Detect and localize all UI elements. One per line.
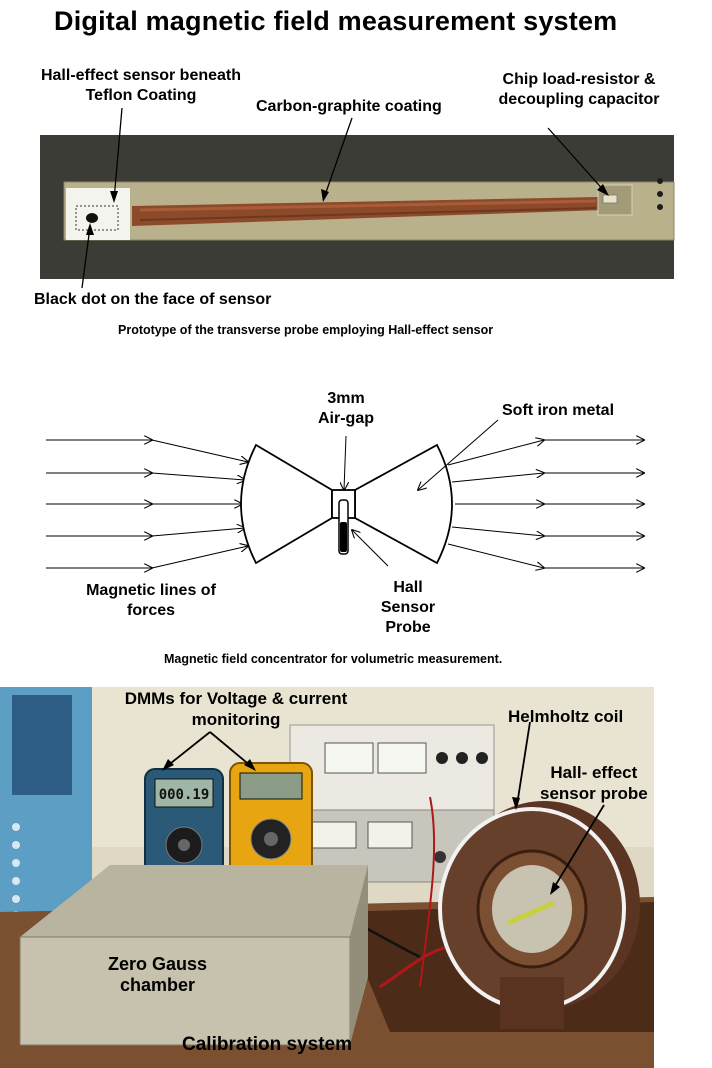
label-dot: Black dot on the face of sensor — [34, 291, 272, 308]
concentrator-caption: Magnetic field concentrator for volumetr… — [164, 652, 503, 666]
arrow-dot — [81, 226, 91, 289]
label-coating: Carbon-graphite coating — [256, 98, 442, 115]
coil-stand — [500, 977, 564, 1029]
dmm-readout: 000.19 — [159, 787, 210, 803]
sensor-dot — [86, 213, 98, 223]
sensor-outline — [75, 205, 119, 231]
arrow-sensor — [113, 107, 123, 201]
calibration-scene: 000.19 — [0, 687, 654, 1068]
probe-caption: Prototype of the transverse probe employ… — [118, 323, 494, 337]
calibration-caption: Calibration system — [182, 1034, 352, 1055]
calibration-photo: 000.19 — [0, 687, 654, 1068]
page-title: Digital magnetic field measurement syste… — [54, 6, 618, 36]
left-pole-piece — [240, 443, 333, 565]
arrow-coating — [323, 117, 353, 199]
field-lines-left — [46, 440, 248, 568]
field-lines-right — [447, 440, 644, 568]
label-iron: Soft iron metal — [502, 402, 615, 419]
arrow-probe — [352, 530, 389, 567]
probe-figure — [40, 107, 675, 289]
arrow-chip — [547, 127, 607, 194]
label-chip: Chip load-resistor &decoupling capacitor — [498, 71, 660, 108]
chamber-top — [20, 865, 368, 937]
hall-probe-photo — [507, 900, 555, 926]
concentrator-diagram — [46, 419, 712, 650]
arrow-airgap — [344, 435, 346, 490]
label-helmholtz: Helmholtz coil — [508, 707, 624, 726]
arrow-iron — [418, 419, 499, 490]
right-pole-piece — [354, 443, 453, 565]
teflon-pad — [66, 188, 130, 240]
